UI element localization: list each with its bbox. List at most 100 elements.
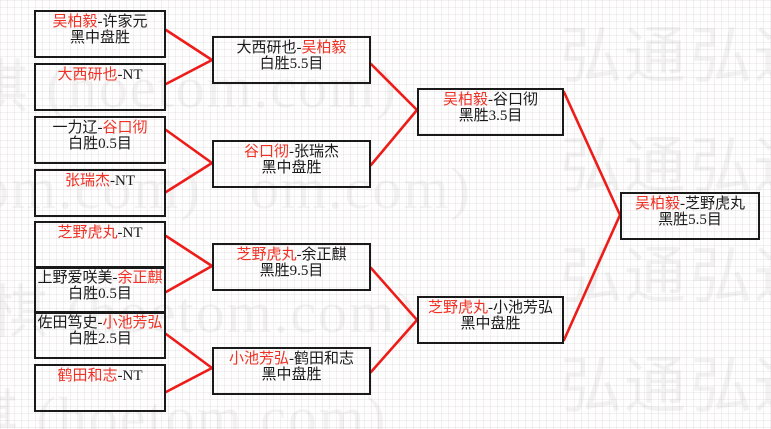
match-node-r2-4[interactable]: 小池芳弘-鹤田和志 黑中盘胜 bbox=[212, 347, 371, 395]
match-node-r1-1[interactable]: 吴柏毅-许家元 黑中盘胜 bbox=[34, 10, 166, 58]
match-node-r1-7[interactable]: 佐田笃史-小池芳弘 白胜2.5目 bbox=[34, 311, 166, 359]
match-node-r1-2[interactable]: 大西研也-NT bbox=[34, 63, 166, 111]
vs-dash: - bbox=[117, 225, 123, 241]
player-winner: 吴柏毅 bbox=[52, 14, 98, 30]
connector-r2-4 bbox=[369, 318, 419, 374]
match-node-r1-3[interactable]: 一力辽-谷口彻 白胜0.5目 bbox=[34, 116, 166, 164]
vs-dash: - bbox=[97, 315, 103, 331]
match-pairing: 芝野虎丸-余正麒 bbox=[236, 247, 346, 263]
watermark-text: 弘通 bbox=[560, 353, 689, 421]
player-loser: 大西研也 bbox=[236, 40, 297, 56]
match-pairing: 鹤田和志-NT bbox=[57, 368, 142, 384]
player-winner: 芝野虎丸 bbox=[57, 225, 118, 241]
match-node-r2-2[interactable]: 谷口彻-张瑞杰 黑中盘胜 bbox=[212, 140, 371, 188]
player-loser: NT bbox=[122, 368, 143, 384]
player-winner: 大西研也 bbox=[57, 67, 118, 83]
player-winner: 余正麒 bbox=[117, 270, 163, 286]
connector-r1-8 bbox=[164, 366, 214, 394]
player-winner: 谷口彻 bbox=[243, 144, 289, 160]
player-loser: 张瑞杰 bbox=[294, 144, 340, 160]
connector-r1-1 bbox=[164, 28, 214, 62]
player-winner: 芝野虎丸 bbox=[236, 247, 297, 263]
vs-dash: - bbox=[112, 270, 118, 286]
connector-r2-2 bbox=[369, 108, 419, 167]
watermark-text: 弘通 bbox=[690, 353, 771, 421]
player-loser: 一力辽 bbox=[52, 120, 98, 136]
match-pairing: 张瑞杰-NT bbox=[65, 173, 135, 189]
match-result: 黑胜5.5目 bbox=[658, 212, 722, 229]
vs-dash: - bbox=[117, 368, 123, 384]
match-node-r1-6[interactable]: 上野爱咲美-余正麒 白胜0.5目 bbox=[34, 266, 166, 314]
vs-dash: - bbox=[117, 67, 123, 83]
match-node-r1-5[interactable]: 芝野虎丸-NT bbox=[34, 221, 166, 269]
match-pairing: 大西研也-NT bbox=[57, 67, 142, 83]
player-winner: 谷口彻 bbox=[102, 120, 148, 136]
connector-r3-1 bbox=[562, 90, 622, 217]
connector-r3-2 bbox=[562, 213, 622, 342]
match-pairing: 上野爱咲美-余正麒 bbox=[37, 270, 162, 286]
match-pairing: 吴柏毅-芝野虎丸 bbox=[635, 196, 745, 212]
connector-r1-2 bbox=[164, 58, 214, 86]
match-node-r3-2[interactable]: 芝野虎丸-小池芳弘 黑中盘胜 bbox=[417, 296, 564, 344]
player-winner: 吴柏毅 bbox=[634, 196, 680, 212]
vs-dash: - bbox=[488, 92, 493, 108]
player-loser: NT bbox=[122, 67, 143, 83]
match-result: 白胜5.5目 bbox=[259, 56, 324, 73]
match-result: 黑胜9.5目 bbox=[259, 263, 324, 280]
match-result: 黑中盘胜 bbox=[261, 367, 322, 384]
connector-r2-1 bbox=[369, 62, 419, 112]
watermark-text: 弘通 bbox=[560, 23, 689, 91]
player-loser: 上野爱咲美 bbox=[37, 270, 113, 286]
player-loser: 谷口彻 bbox=[493, 92, 539, 108]
player-winner: 鹤田和志 bbox=[57, 368, 118, 384]
player-winner: 吴柏毅 bbox=[301, 40, 347, 56]
vs-dash: - bbox=[296, 247, 302, 263]
player-loser: 鹤田和志 bbox=[294, 351, 355, 367]
player-loser: 余正麒 bbox=[301, 247, 347, 263]
match-result: 黑中盘胜 bbox=[261, 160, 322, 177]
connector-r1-5 bbox=[164, 234, 214, 268]
match-pairing: 小池芳弘-鹤田和志 bbox=[229, 351, 354, 367]
vs-dash: - bbox=[680, 196, 685, 212]
player-winner: 小池芳弘 bbox=[102, 315, 163, 331]
vs-dash: - bbox=[110, 173, 115, 189]
player-winner: 张瑞杰 bbox=[64, 173, 110, 189]
vs-dash: - bbox=[289, 351, 294, 367]
match-node-r2-3[interactable]: 芝野虎丸-余正麒 黑胜9.5目 bbox=[212, 243, 371, 291]
player-loser: 芝野虎丸 bbox=[685, 196, 746, 212]
match-pairing: 吴柏毅-谷口彻 bbox=[443, 92, 538, 108]
player-winner: 小池芳弘 bbox=[228, 351, 289, 367]
match-node-r3-1[interactable]: 吴柏毅-谷口彻 黑胜3.5目 bbox=[417, 88, 564, 136]
match-node-r2-1[interactable]: 大西研也-吴柏毅 白胜5.5目 bbox=[212, 36, 371, 84]
match-result: 黑中盘胜 bbox=[69, 30, 130, 47]
match-pairing: 芝野虎丸-小池芳弘 bbox=[428, 300, 553, 316]
player-loser: 佐田笃史 bbox=[37, 315, 98, 331]
match-pairing: 大西研也-吴柏毅 bbox=[236, 40, 346, 56]
match-pairing: 吴柏毅-许家元 bbox=[52, 14, 147, 30]
vs-dash: - bbox=[488, 300, 493, 316]
match-result: 黑中盘胜 bbox=[460, 316, 521, 333]
match-result: 白胜0.5目 bbox=[68, 286, 132, 303]
connector-r2-3 bbox=[369, 266, 419, 322]
vs-dash: - bbox=[97, 120, 103, 136]
vs-dash: - bbox=[296, 40, 302, 56]
player-loser: 小池芳弘 bbox=[493, 300, 554, 316]
match-node-final[interactable]: 吴柏毅-芝野虎丸 黑胜5.5目 bbox=[620, 192, 760, 240]
connector-r1-6 bbox=[164, 264, 214, 294]
player-loser: NT bbox=[115, 173, 135, 189]
connector-r1-3 bbox=[164, 128, 214, 165]
match-pairing: 佐田笃史-小池芳弘 bbox=[37, 315, 162, 331]
watermark-text: 弘通 bbox=[690, 23, 771, 91]
match-node-r1-8[interactable]: 鹤田和志-NT bbox=[34, 364, 166, 412]
vs-dash: - bbox=[97, 14, 103, 30]
player-winner: 芝野虎丸 bbox=[427, 300, 488, 316]
match-result: 白胜2.5目 bbox=[68, 331, 132, 348]
match-pairing: 谷口彻-张瑞杰 bbox=[244, 144, 339, 160]
connector-r1-7 bbox=[164, 332, 214, 370]
match-pairing: 一力辽-谷口彻 bbox=[52, 120, 147, 136]
player-loser: 许家元 bbox=[102, 14, 148, 30]
match-node-r1-4[interactable]: 张瑞杰-NT bbox=[34, 169, 166, 217]
player-loser: NT bbox=[122, 225, 143, 241]
match-result: 黑胜3.5目 bbox=[458, 108, 523, 125]
